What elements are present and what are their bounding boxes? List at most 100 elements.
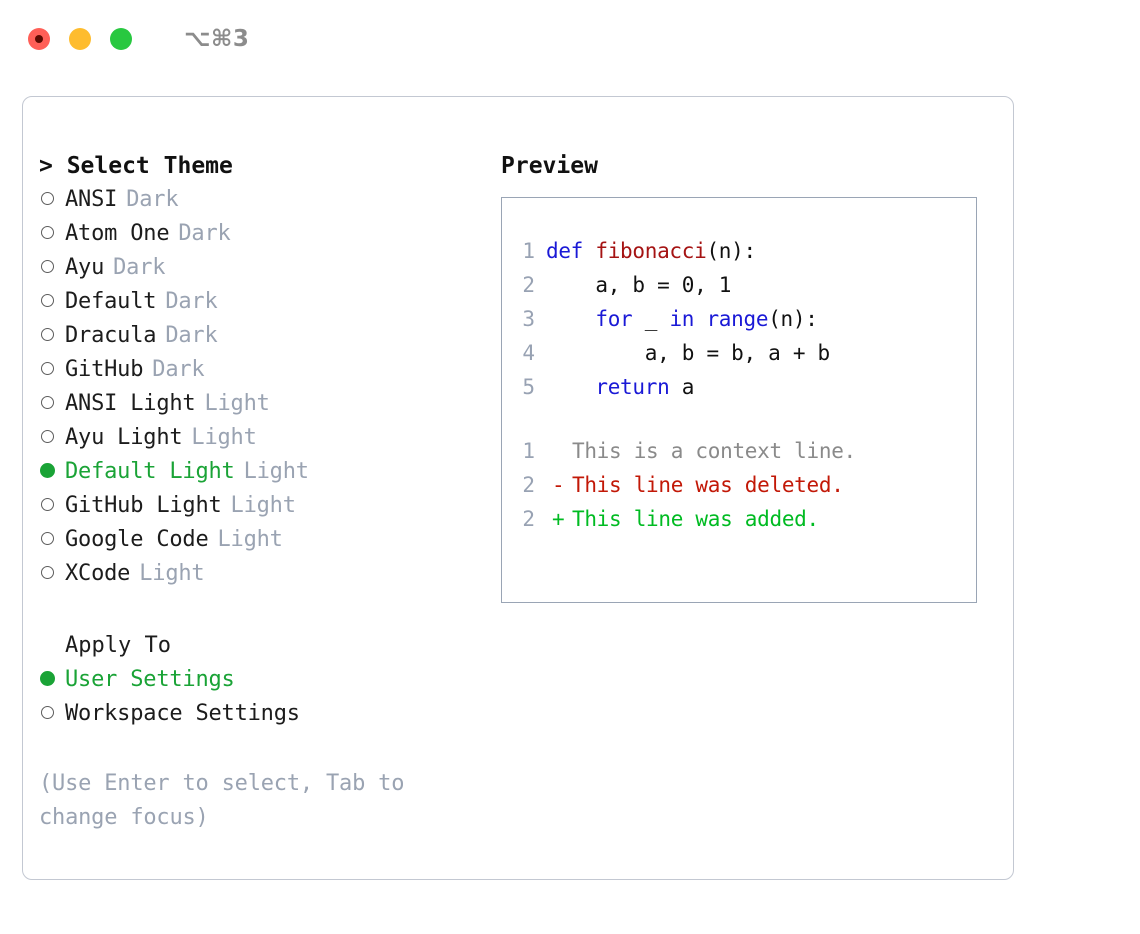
list-item-label: XCode xyxy=(65,561,131,586)
line-number: 2 xyxy=(522,507,535,531)
code-token: fibonacci xyxy=(595,239,707,263)
list-item-tag: Light xyxy=(204,391,270,416)
radio-dot xyxy=(40,671,55,686)
code-token: in xyxy=(669,307,695,331)
list-item[interactable]: Ayu Dark xyxy=(39,251,493,285)
code-text: a, b = b, a + b xyxy=(546,336,830,370)
code-line: 2 a, b = 0, 1 xyxy=(512,268,976,302)
list-item[interactable]: Default Dark xyxy=(39,285,493,319)
radio-dot xyxy=(41,706,54,719)
traffic-lights xyxy=(28,28,132,50)
diff-sample: 1 This is a context line.2-This line was… xyxy=(512,434,976,536)
line-number: 1 xyxy=(522,439,535,463)
close-window-button[interactable] xyxy=(28,28,50,50)
line-number: 2 xyxy=(522,473,535,497)
code-token: _ xyxy=(632,307,670,331)
diff-line: 2-This line was deleted. xyxy=(512,468,976,502)
radio-dot xyxy=(41,226,54,239)
list-item-tag: Light xyxy=(191,425,257,450)
list-item[interactable]: Workspace Settings xyxy=(39,697,493,731)
radio-dot xyxy=(40,463,55,478)
code-line: 5 return a xyxy=(512,370,976,404)
code-token xyxy=(546,307,595,331)
line-number: 3 xyxy=(522,307,535,331)
list-item-tag: Dark xyxy=(165,289,218,314)
radio-dot xyxy=(41,566,54,579)
maximize-window-button[interactable] xyxy=(110,28,132,50)
list-item-tag: Light xyxy=(217,527,283,552)
select-theme-header: > Select Theme xyxy=(39,153,233,179)
list-item[interactable]: ANSI Light Light xyxy=(39,387,493,421)
apply-to-title: Apply To xyxy=(65,633,171,658)
code-token xyxy=(546,375,595,399)
code-line: 1 def fibonacci(n): xyxy=(512,234,976,268)
radio-dot xyxy=(41,498,54,511)
code-token: (n): xyxy=(768,307,818,331)
radio-dot xyxy=(41,328,54,341)
code-text: for _ in range(n): xyxy=(546,302,818,336)
code-line: 4 a, b = b, a + b xyxy=(512,336,976,370)
list-item-tag: Dark xyxy=(165,323,218,348)
code-text: def fibonacci(n): xyxy=(546,234,756,268)
diff-text: This line was added. xyxy=(572,507,819,531)
code-token: for xyxy=(595,307,633,331)
title-bar: ⌥⌘3 xyxy=(0,0,1140,78)
code-token: a, b = 0, 1 xyxy=(546,273,732,297)
code-text: a, b = 0, 1 xyxy=(546,268,731,302)
code-token: return xyxy=(595,375,670,399)
list-item-label: ANSI Light xyxy=(65,391,196,416)
diff-line: 2 + This line was added. xyxy=(512,502,976,536)
list-item-label: GitHub Light xyxy=(65,493,222,518)
list-item-tag: Light xyxy=(243,459,309,484)
diff-marker: - xyxy=(552,473,565,497)
diff-marker xyxy=(546,434,572,468)
code-line: 3 for _ in range(n): xyxy=(512,302,976,336)
list-item-label: User Settings xyxy=(65,667,235,692)
code-token: (n): xyxy=(706,239,756,263)
radio-dot xyxy=(41,430,54,443)
code-text: return a xyxy=(546,370,694,404)
list-item[interactable]: Default Light Light xyxy=(39,455,493,489)
list-item[interactable]: Atom One Dark xyxy=(39,217,493,251)
code-token: range xyxy=(706,307,769,331)
list-item-label: Google Code xyxy=(65,527,209,552)
list-item-tag: Dark xyxy=(113,255,166,280)
list-item[interactable]: ANSI Dark xyxy=(39,183,493,217)
diff-line: 1 This is a context line. xyxy=(512,434,976,468)
line-number: 2 xyxy=(522,273,535,297)
list-item-label: ANSI xyxy=(65,187,118,212)
code-token: def xyxy=(546,239,596,263)
keyboard-shortcut-label: ⌥⌘3 xyxy=(184,26,250,52)
diff-text: This line was deleted. xyxy=(572,473,844,497)
radio-dot xyxy=(41,362,54,375)
code-token: a xyxy=(669,375,695,399)
list-item-label: Atom One xyxy=(65,221,170,246)
radio-dot xyxy=(41,260,54,273)
radio-dot xyxy=(41,396,54,409)
code-token xyxy=(694,307,706,331)
minimize-window-button[interactable] xyxy=(69,28,91,50)
list-item-label: Default Light xyxy=(65,459,235,484)
list-item-tag: Dark xyxy=(178,221,231,246)
radio-dot xyxy=(41,294,54,307)
list-item-label: Ayu xyxy=(65,255,105,280)
list-item-tag: Dark xyxy=(126,187,179,212)
keyboard-hint-text: (Use Enter to select, Tab to change focu… xyxy=(39,771,418,830)
list-item-label: Default xyxy=(65,289,157,314)
diff-marker: + xyxy=(552,507,565,531)
list-item[interactable]: User Settings xyxy=(39,663,493,697)
line-number: 1 xyxy=(522,239,535,263)
list-item[interactable]: Google Code Light xyxy=(39,523,493,557)
